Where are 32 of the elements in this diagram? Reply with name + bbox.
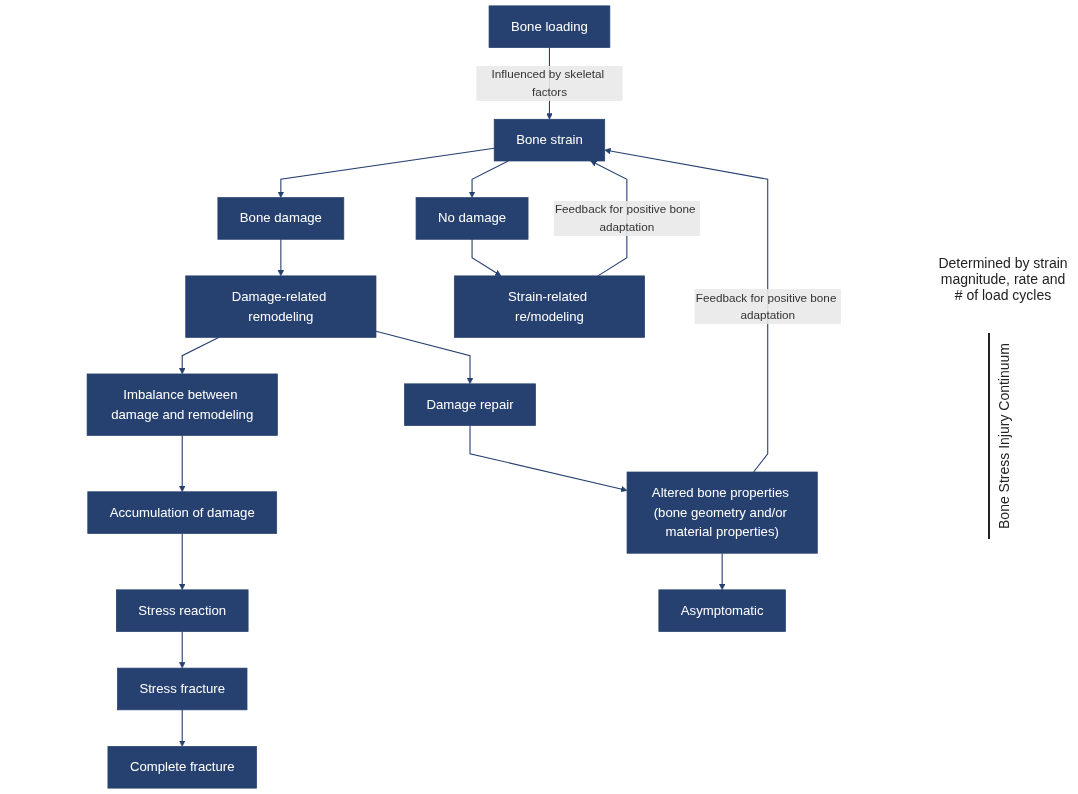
edge-label: Feedback for positive bone adaptation <box>554 203 696 234</box>
node-box: Bone loading <box>488 5 611 48</box>
arrow <box>604 147 769 473</box>
arrow <box>179 434 186 493</box>
arrow <box>471 238 502 277</box>
node-box: Stress fracture <box>117 667 248 711</box>
node-box: Damage-related remodeling <box>185 275 377 338</box>
edge-label: Feedback for positive bone adaptation <box>695 291 837 322</box>
arrow <box>468 160 509 198</box>
node-box: Altered bone properties (bone geometry and/or material properties) <box>626 471 818 554</box>
node-box: No damage <box>415 197 529 240</box>
edge-label: Influenced by skeletal factors <box>491 68 605 99</box>
arrow <box>277 238 285 277</box>
arrow <box>179 532 186 591</box>
node-box: Accumulation of damage <box>87 491 278 534</box>
bracket-label: Bone Stress Injury Continuum <box>988 333 1018 539</box>
arrow <box>179 709 186 747</box>
node-box: Asymptomatic <box>658 589 786 632</box>
node-box: Damage repair <box>404 383 536 426</box>
arrow <box>469 425 628 493</box>
note-text: Determined by strain magnitude, rate and # of load cycles <box>937 255 1069 303</box>
arrow <box>179 336 220 375</box>
node-box: Stress reaction <box>115 589 249 632</box>
node-box: Bone strain <box>493 118 606 162</box>
node-box: Imbalance between damage and remodeling <box>86 373 278 436</box>
node-box: Bone damage <box>217 197 345 240</box>
node-box: Complete fracture <box>107 746 257 789</box>
arrow <box>277 147 495 198</box>
arrow <box>179 631 186 669</box>
arrow <box>375 330 474 385</box>
node-box: Strain-related re/modeling <box>453 275 645 338</box>
arrow <box>718 552 726 591</box>
